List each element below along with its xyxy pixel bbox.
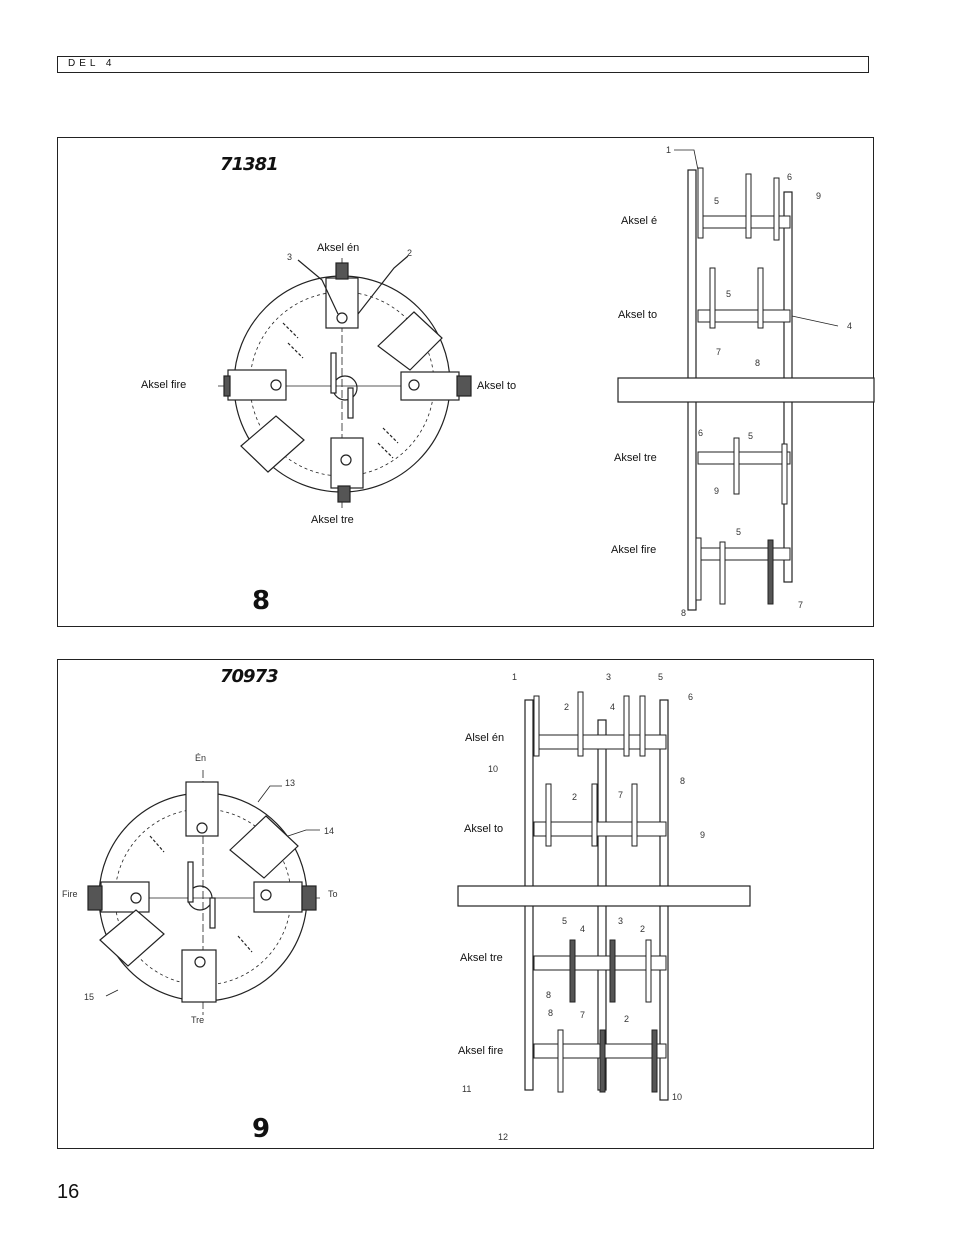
callout-5: 5 bbox=[658, 672, 664, 682]
callout-8: 8 bbox=[546, 990, 552, 1000]
callout-6: 6 bbox=[787, 172, 793, 182]
callout-2: 2 bbox=[407, 248, 413, 258]
side-label-4: Aksel fire bbox=[458, 1045, 504, 1057]
figure-9-drawing bbox=[87, 691, 751, 1101]
callout-5: 5 bbox=[714, 196, 720, 206]
callout-10: 10 bbox=[488, 764, 499, 774]
side-label-4: Aksel fire bbox=[611, 544, 657, 556]
callout-12: 12 bbox=[498, 1132, 509, 1142]
wheel-label-top: Aksel én bbox=[317, 242, 360, 254]
callout-9: 9 bbox=[700, 830, 706, 840]
section-header: DEL 4 bbox=[57, 56, 869, 73]
side-label-1: Aksel é bbox=[621, 215, 658, 227]
callout-7: 7 bbox=[618, 790, 624, 800]
callout-1: 1 bbox=[512, 672, 518, 682]
callout-6: 6 bbox=[698, 428, 704, 438]
callout-11: 11 bbox=[462, 1084, 472, 1094]
side-label-1: Alsel én bbox=[465, 732, 505, 744]
callout-5: 5 bbox=[726, 289, 732, 299]
wheel-label-right: To bbox=[328, 889, 338, 899]
wheel-label-top: Én bbox=[195, 753, 207, 763]
callout-10: 10 bbox=[672, 1092, 683, 1102]
callout-8: 8 bbox=[548, 1008, 554, 1018]
callout-2: 2 bbox=[572, 792, 578, 802]
wheel-label-bottom: Aksel tre bbox=[311, 514, 354, 526]
side-label-3: Aksel tre bbox=[460, 952, 503, 964]
figure-9-panel: 70973 9 bbox=[57, 659, 874, 1149]
figure-number: 9 bbox=[252, 1114, 271, 1144]
callout-13: 13 bbox=[285, 778, 296, 788]
page-number: 16 bbox=[57, 1181, 80, 1203]
callout-7: 7 bbox=[580, 1010, 586, 1020]
callout-2: 2 bbox=[564, 702, 570, 712]
callout-8: 8 bbox=[755, 358, 761, 368]
side-label-2: Aksel to bbox=[464, 823, 504, 835]
callout-8: 8 bbox=[681, 608, 687, 618]
figure-8-drawing bbox=[218, 149, 875, 611]
figure-8-panel: 71381 8 bbox=[57, 137, 875, 627]
side-label-3: Aksel tre bbox=[614, 452, 657, 464]
callout-5: 5 bbox=[748, 431, 754, 441]
callout-2: 2 bbox=[640, 924, 646, 934]
callout-4: 4 bbox=[847, 321, 853, 331]
section-title: DEL 4 bbox=[68, 58, 116, 69]
callout-15: 15 bbox=[84, 992, 95, 1002]
callout-9: 9 bbox=[714, 486, 720, 496]
callout-2: 2 bbox=[624, 1014, 630, 1024]
callout-3: 3 bbox=[287, 252, 293, 262]
callout-7: 7 bbox=[716, 347, 722, 357]
callout-6: 6 bbox=[688, 692, 694, 702]
callout-1: 1 bbox=[666, 145, 672, 155]
side-label-2: Aksel to bbox=[618, 309, 658, 321]
callout-3: 3 bbox=[606, 672, 612, 682]
callout-4: 4 bbox=[610, 702, 616, 712]
wheel-label-bottom: Tre bbox=[191, 1015, 205, 1025]
model-number: 71381 bbox=[220, 154, 279, 175]
wheel-label-right: Aksel to bbox=[477, 380, 517, 392]
callout-7: 7 bbox=[798, 600, 804, 610]
callout-5: 5 bbox=[562, 916, 568, 926]
callout-9: 9 bbox=[816, 191, 822, 201]
callout-3: 3 bbox=[618, 916, 624, 926]
callout-4: 4 bbox=[580, 924, 586, 934]
callout-5: 5 bbox=[736, 527, 742, 537]
model-number: 70973 bbox=[220, 666, 279, 687]
figure-number: 8 bbox=[252, 586, 271, 616]
callout-14: 14 bbox=[324, 826, 335, 836]
wheel-label-left: Aksel fire bbox=[141, 379, 187, 391]
callout-8: 8 bbox=[680, 776, 686, 786]
wheel-label-left: Fire bbox=[62, 889, 78, 899]
